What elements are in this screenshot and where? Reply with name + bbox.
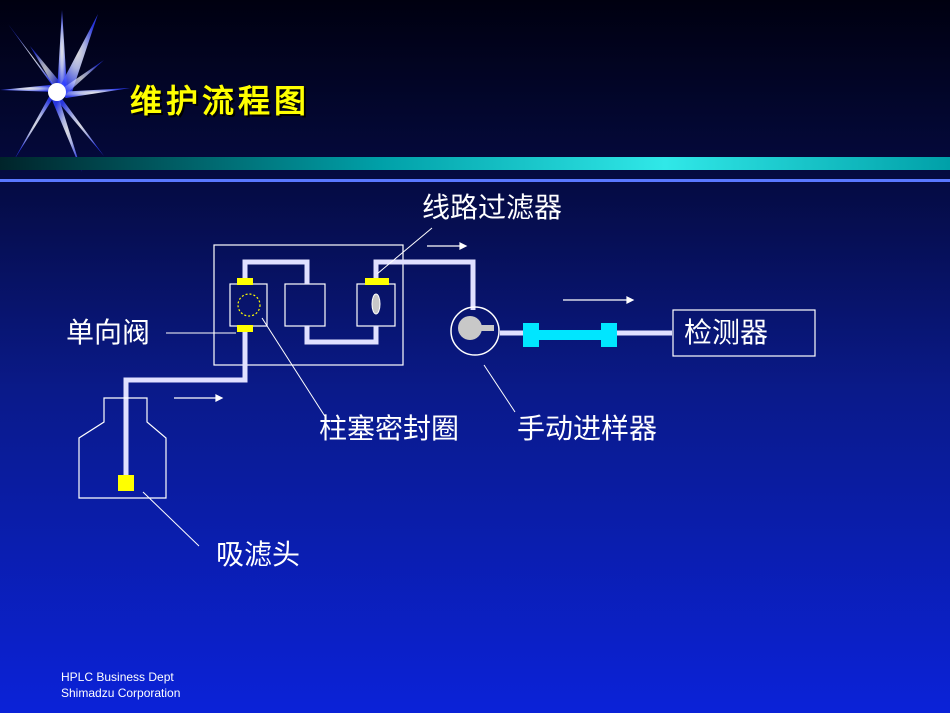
slide-title: 维护流程图 <box>130 82 311 120</box>
label-manual-injector: 手动进样器 <box>517 412 658 445</box>
starburst-icon <box>0 10 130 172</box>
pump-head-left <box>229 283 268 327</box>
leader-lines <box>142 227 516 547</box>
label-plunger-seal: 柱塞密封圈 <box>319 412 460 445</box>
label-check-valve: 单向阀 <box>66 316 151 349</box>
pump-head-middle <box>284 283 326 327</box>
label-detector: 检测器 <box>684 316 769 349</box>
manual-injector-icon <box>450 306 500 356</box>
footer-dept: HPLC Business Dept <box>61 670 174 684</box>
solvent-bottle <box>78 397 167 499</box>
suction-filter-icon <box>118 475 134 491</box>
plunger-seal-icon <box>237 293 261 317</box>
column-body <box>539 330 601 340</box>
title-divider-bar <box>0 157 950 170</box>
line-filter-element-icon <box>371 293 381 315</box>
title-underline <box>0 179 950 182</box>
label-line-filter: 线路过滤器 <box>422 191 563 224</box>
pump-housing <box>213 244 404 366</box>
detector-box <box>672 309 816 357</box>
injector-rotor-icon <box>458 316 482 340</box>
column-fitting-right <box>601 323 617 347</box>
footer-company: Shimadzu Corporation <box>61 686 181 700</box>
label-suction-filter: 吸滤头 <box>216 538 301 571</box>
tubing <box>123 259 672 478</box>
column-fitting-left <box>523 323 539 347</box>
injector-handle-icon <box>474 325 494 331</box>
flow-arrow-icon <box>174 242 635 402</box>
fittings <box>237 278 389 332</box>
